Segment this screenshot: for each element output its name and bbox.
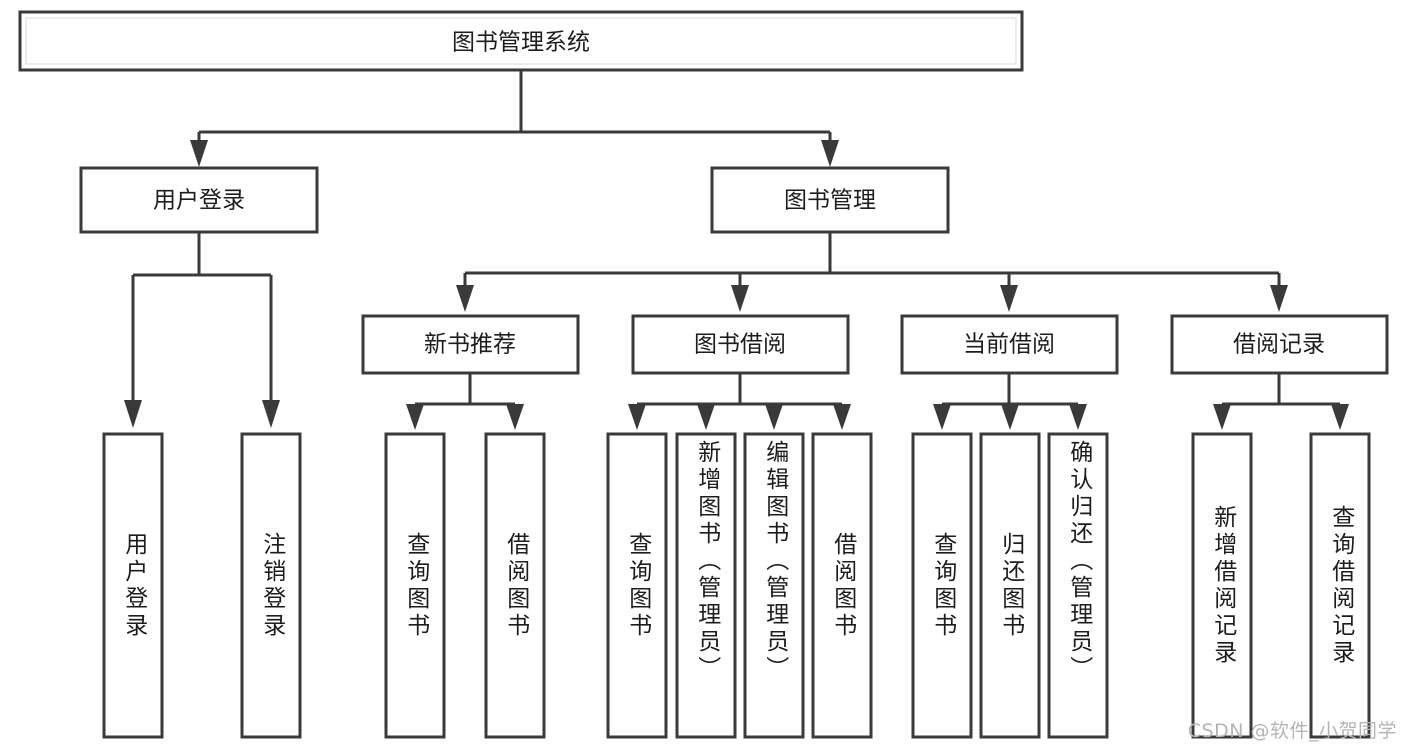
- node-label: 图书借阅: [694, 332, 786, 358]
- node-box[interactable]: [900, 314, 1119, 375]
- leaf-box-user-login-2[interactable]: [240, 432, 302, 739]
- node-label: 当前借阅: [963, 332, 1055, 358]
- arrow-bookmgmt-to-new-book: [456, 285, 474, 312]
- node-user-login[interactable]: 用户登录: [79, 166, 319, 234]
- leaf-box-new-book-1[interactable]: [384, 432, 446, 739]
- arrow-current-leaf-3: [1069, 404, 1087, 430]
- arrow-bookmgmt-to-record: [1270, 285, 1288, 312]
- leaf-box-book-borrow-2[interactable]: [675, 432, 737, 739]
- arrow-current-leaf-2: [1001, 404, 1019, 430]
- arrow-borrow-leaf-4: [833, 404, 851, 430]
- node-label: 图书管理: [784, 188, 876, 214]
- leaf-box-new-book-2[interactable]: [484, 432, 546, 739]
- arrow-record-leaf-1: [1213, 404, 1231, 430]
- watermark-text: CSDN @软件_小贺同学: [1187, 720, 1397, 742]
- node-box-inner-bevel: [25, 17, 1017, 65]
- arrow-newbook-leaf-1: [406, 404, 424, 430]
- node-box[interactable]: [631, 314, 850, 375]
- node-label: 新书推荐: [424, 332, 516, 358]
- node-box[interactable]: [1170, 314, 1389, 375]
- leaf-box-current-borrow-2[interactable]: [979, 432, 1041, 739]
- node-label: 借阅记录: [1233, 332, 1325, 358]
- arrow-current-leaf-1: [933, 404, 951, 430]
- arrow-record-leaf-2: [1331, 404, 1349, 430]
- arrow-newbook-leaf-2: [506, 404, 524, 430]
- leaf-box-book-borrow-3[interactable]: [743, 432, 805, 739]
- node-label: 图书管理系统: [452, 30, 590, 56]
- arrow-bookmgmt-to-borrow: [731, 285, 749, 312]
- arrow-root-to-user-login: [190, 140, 208, 167]
- arrow-bookmgmt-to-current: [1000, 285, 1018, 312]
- node-label: 用户登录: [153, 188, 245, 214]
- leaf-box-book-borrow-4[interactable]: [811, 432, 873, 739]
- node-borrow-record[interactable]: 借阅记录: [1170, 314, 1389, 375]
- edges-root: [124, 70, 1349, 430]
- node-box[interactable]: [710, 166, 950, 234]
- leaf-box-user-login-1[interactable]: [102, 432, 164, 739]
- leaf-box-book-borrow-1[interactable]: [606, 432, 668, 739]
- node-new-book-recommend[interactable]: 新书推荐: [361, 314, 580, 375]
- node-book-management-system[interactable]: 图书管理系统: [18, 10, 1024, 72]
- node-book-management[interactable]: 图书管理: [710, 166, 950, 234]
- arrow-borrow-leaf-1: [628, 404, 646, 430]
- node-box[interactable]: [18, 10, 1024, 72]
- arrow-borrow-leaf-2: [697, 404, 715, 430]
- node-box[interactable]: [79, 166, 319, 234]
- node-box[interactable]: [361, 314, 580, 375]
- leaf-box-borrow-record-2[interactable]: [1309, 432, 1371, 739]
- node-current-borrow[interactable]: 当前借阅: [900, 314, 1119, 375]
- arrow-userlogin-leaf-2: [262, 400, 280, 428]
- arrow-root-to-book-mgmt: [821, 140, 839, 167]
- node-book-borrow[interactable]: 图书借阅: [631, 314, 850, 375]
- leaf-box-borrow-record-1[interactable]: [1191, 432, 1253, 739]
- arrow-userlogin-leaf-1: [124, 400, 142, 428]
- leaf-box-current-borrow-3[interactable]: [1047, 432, 1109, 739]
- leaf-box-current-borrow-1[interactable]: [911, 432, 973, 739]
- arrow-borrow-leaf-3: [765, 404, 783, 430]
